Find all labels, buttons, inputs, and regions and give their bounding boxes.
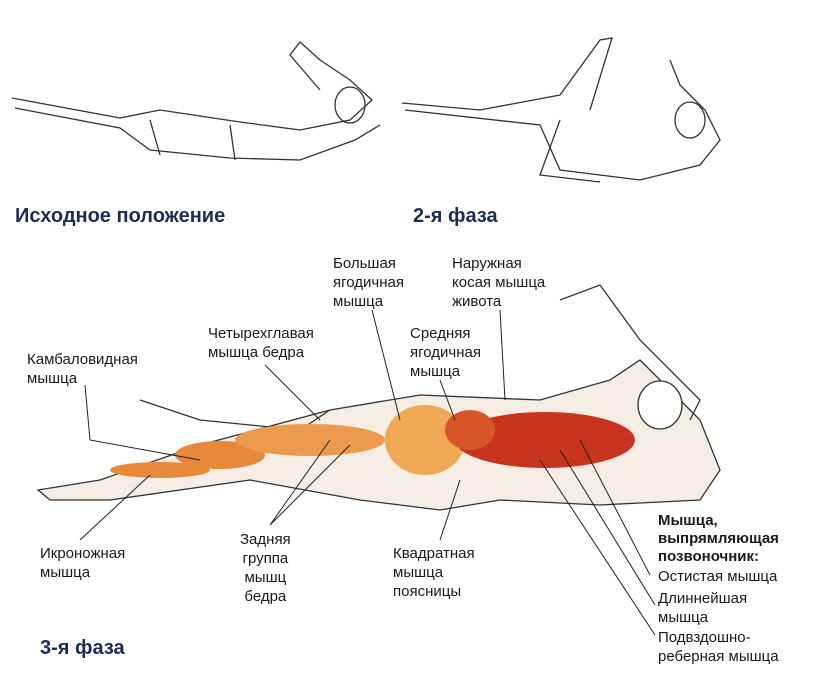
- label-quadratus-lumborum: Квадратная мышца поясницы: [393, 545, 475, 600]
- figure-phase3: [36, 284, 721, 511]
- label-gluteus-maximus: Большая ягодичная мышца: [333, 255, 404, 310]
- phase-title-2: 2-я фаза: [413, 205, 498, 227]
- label-hamstrings: Задняя группа мышц бедра: [240, 531, 291, 605]
- label-erector-spinae: Мышца, выпрямляющая позвоночник:: [658, 512, 779, 565]
- label-gluteus-medius: Средняя ягодичная мышца: [410, 325, 481, 380]
- label-spinalis: Остистая мышца: [658, 568, 778, 585]
- label-gastrocnemius: Икроножная мышца: [40, 545, 126, 581]
- phase-title-3: 3-я фаза: [40, 637, 125, 659]
- label-quadriceps: Четырехглавая мышца бедра: [208, 325, 314, 361]
- figure-start-position: [11, 41, 381, 161]
- figure-phase2: [401, 37, 721, 183]
- label-soleus: Камбаловидная мышца: [27, 351, 138, 387]
- phase-title-start: Исходное положение: [15, 205, 226, 227]
- label-iliocostalis: Подвздошно- реберная мышца: [658, 629, 779, 665]
- label-longissimus: Длиннейшая мышца: [658, 590, 748, 626]
- leader-lines: [79, 309, 656, 636]
- label-external-oblique: Наружная косая мышца живота: [452, 255, 546, 310]
